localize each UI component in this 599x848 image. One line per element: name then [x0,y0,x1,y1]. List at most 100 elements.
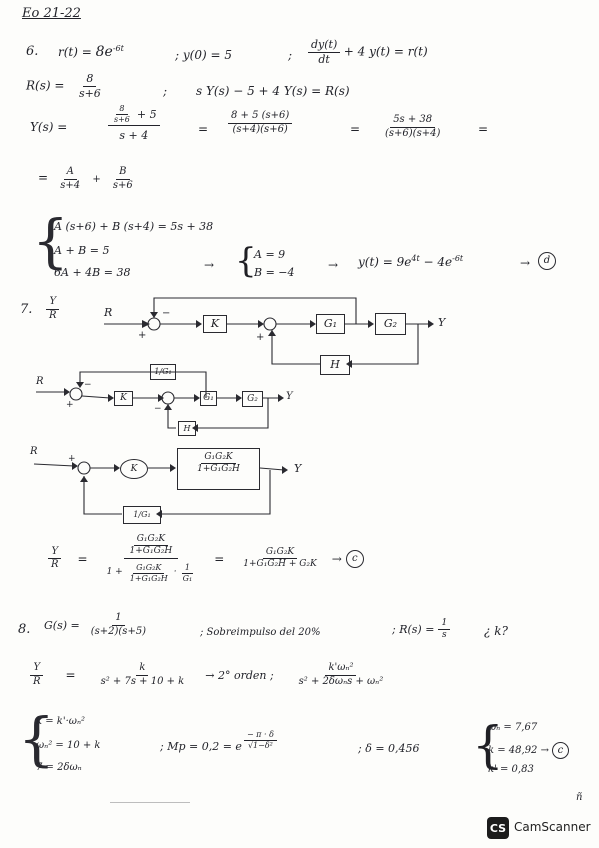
arrow-3: → [520,256,531,270]
time-response: y(t) = 9e4t − 4e-6t [358,254,463,269]
laplace-equation: s Y(s) − 5 + 4 Y(s) = R(s) [196,84,350,98]
p8-order: → 2° orden ; [205,668,274,682]
p8-G-lhs: G(s) = [44,618,80,632]
R-lhs: R(s) = [26,78,65,93]
y-res: y(t) = 9e [358,255,412,269]
p8-Rs-den: s [441,630,447,641]
d2-block-H: H [178,421,196,436]
p7-res-dot: · [173,567,177,578]
R-den: s+6 [78,86,101,100]
arrow-2: → [328,258,339,272]
p8-tf-den: R [33,675,41,687]
p8-res-k: k = 48,92 → c [488,742,569,759]
camscanner-brand: CamScanner [514,820,591,834]
p7-res-lhs-den: R [51,559,59,571]
Y-in-num: 8 [116,104,128,115]
d3-block-combined: G₁G₂K 1+G₁G₂H [177,448,260,490]
d2-block-G1: G₁ [200,391,217,406]
d2-block-feedforward-1-over-G1: 1/G₁ [150,364,176,380]
problem-6-number: 6. [26,44,39,59]
p7-res-final-num: G₁G₂K [262,547,298,560]
y-exp-1: 4t [411,254,420,263]
Y2-den: (s+4)(s+6) [232,123,288,135]
Y-lhs: Y(s) = [30,120,68,134]
p8-plant: G(s) = 1(s+2)(s+5) [44,612,149,638]
p7-res-lhs-num: Y [48,546,62,560]
p8-G-num: 1 [112,612,125,626]
Y-in-den: s+6 [114,115,130,124]
p8-mp-exp-num: − π · δ [243,730,277,741]
d2-R-label: R [36,376,44,387]
d3-Y-label: Y [294,462,302,475]
d3-block-feedback-1-over-G1: 1/G₁ [123,506,161,524]
R-num: 8 [83,72,97,87]
answer-8: c [551,742,569,759]
ode-den: dt [318,52,330,66]
page-mark: ñ [576,792,583,803]
answer-6: d [538,252,556,270]
system-line-1: A (s+6) + B (s+4) = 5s + 38 [54,220,214,233]
arrow-1: → [204,258,215,272]
d1-block-H: H [320,355,350,375]
initial-condition: ; y(0) = 5 [175,48,232,62]
d2-Y-label: Y [286,391,293,402]
pfA-den: s+4 [60,179,81,191]
system-brace: { [32,207,69,275]
p8-tf2-num: k [136,662,149,676]
ode-num: dy(t) [308,38,341,53]
d1-block-G2: G₂ [375,313,406,335]
pfA-num: A [63,166,77,180]
eq-3: = [478,122,489,136]
p8-mp: ; Mp = 0,2 = e [160,740,242,753]
p8-tf-num: Y [30,662,44,676]
p8-res-wn: ωₙ = 7,67 [488,722,538,733]
r-exp: -6t [112,44,124,53]
footer-divider [110,802,190,803]
Y-plus5: + 5 [136,107,157,121]
problem-6-input-signal: r(t) = 8e-6t [58,44,124,60]
d1-R-label: R [104,306,113,319]
Y-den: s + 4 [119,129,149,142]
p8-G-den: (s+2)(s+5) [90,625,147,637]
d1-Y-label: Y [438,316,446,329]
p8-result-brace: { [472,716,504,774]
d1-plus-1: + [138,330,147,341]
solution-B: B = −4 [254,266,295,279]
p8-eq: = [65,668,76,682]
p7-res-small-num: 1 [181,563,193,574]
answer-7: c [345,549,364,568]
p7-res-in-den: 1+G₁G₂H [129,546,173,557]
p7-res-small-den: G₁ [182,573,193,583]
eq-2: = [350,122,361,136]
p8-system-brace: { [18,705,55,773]
p7-res-eq-2: = [214,551,225,566]
p8-sys-2: ωₙ² = 10 + k [36,740,101,751]
d2-minus-2: − [154,404,162,414]
d3-block-K: K [120,459,148,479]
p7-res-big-den-num: G₁G₂K [133,563,165,574]
d1-block-K: K [203,315,227,333]
system-line-2: A + B = 5 [54,244,110,257]
p8-res-kprime: k' = 0,83 [488,764,534,775]
p8-tf3-den: s² + 2δωₙs + ωₙ² [298,675,384,687]
p7-res-final-den: 1+G₁G₂H + G₂K [243,559,317,570]
Y-expression-3: 5s + 38(s+6)(s+4) [382,114,443,140]
p7-res-big-den-pre: 1 + [106,567,123,578]
problem-7-number: 7. [20,302,33,317]
d2-plus: + [66,400,74,410]
y-exp-2: -6t [452,254,464,263]
d3-plus: + [68,454,76,464]
d3-box-num: G₁G₂K [201,452,236,465]
d1-plus-2: + [256,332,265,343]
pfB-num: B [116,166,130,180]
Y3-num: 5s + 38 [390,114,436,128]
p8-overshoot: ; Mp = 0,2 = e − π · δ√1−δ² [160,730,277,753]
